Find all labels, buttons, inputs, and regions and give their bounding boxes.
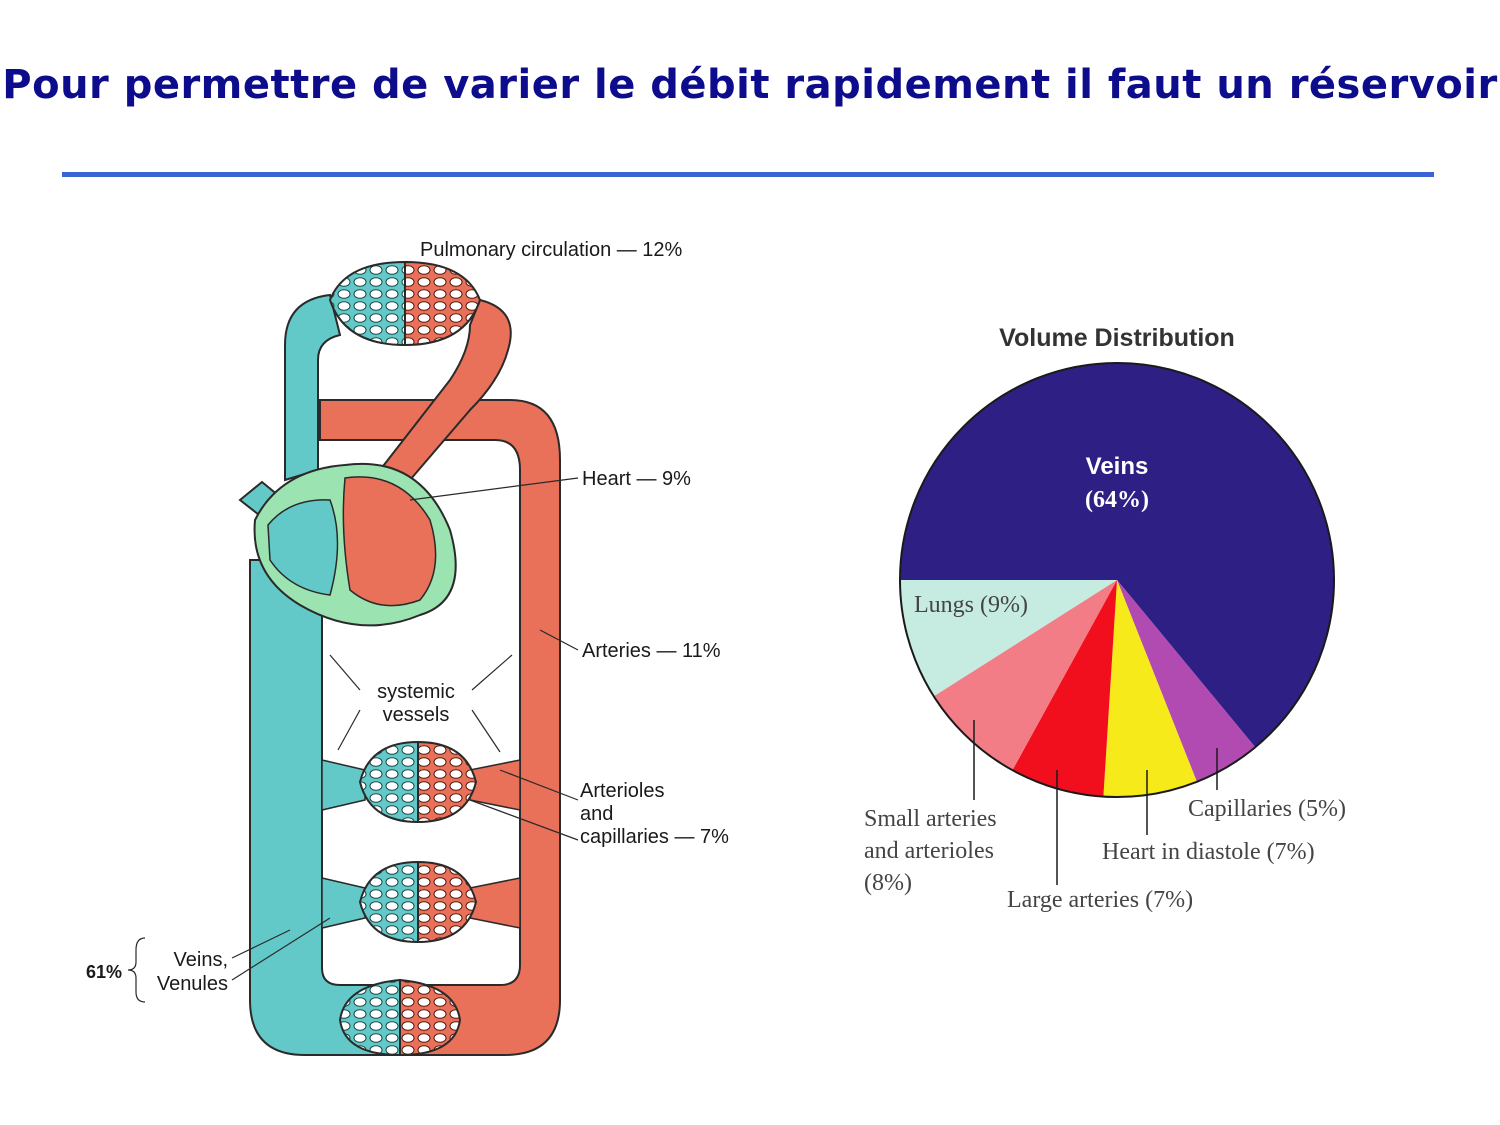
small-arteries-label-line3: (8%) bbox=[864, 870, 912, 896]
lungs-slice-label: Lungs (9%) bbox=[914, 592, 1028, 618]
pie-leader-lines bbox=[973, 720, 1218, 885]
capillary-bed-1 bbox=[321, 740, 521, 824]
pulmonary-label: Pulmonary circulation — 12% bbox=[420, 239, 683, 261]
pie-slice-lungs bbox=[900, 580, 1117, 697]
capillary-bed-3 bbox=[338, 978, 462, 1057]
arterial-column bbox=[319, 399, 561, 1056]
heart-label: Heart — 9% bbox=[582, 468, 691, 490]
small-arteries-label-line1: Small arteries bbox=[864, 806, 997, 832]
pulmonary-capillary-bed bbox=[328, 260, 482, 347]
arterioles-label-line2: and bbox=[580, 803, 613, 825]
pie-title: Volume Distribution bbox=[999, 324, 1235, 352]
pie-slice-large-arteries bbox=[1012, 580, 1117, 797]
title-divider bbox=[62, 172, 1434, 177]
pie-outline bbox=[899, 362, 1335, 798]
arterioles-label-line1: Arterioles bbox=[580, 780, 664, 802]
pie-slices bbox=[900, 363, 1334, 797]
circulation-diagram: Pulmonary circulation — 12% Heart — 9% A… bbox=[86, 239, 729, 1057]
pie-slice-small-arteries-and-arterioles bbox=[933, 580, 1117, 771]
veins-label-line2: Venules bbox=[157, 973, 228, 995]
arterioles-label-line3: capillaries — 7% bbox=[580, 826, 729, 848]
large-arteries-slice-label: Large arteries (7%) bbox=[1007, 887, 1193, 913]
small-arteries-label-line2: and arterioles bbox=[864, 838, 994, 864]
systemic-label-line2: vessels bbox=[383, 704, 450, 726]
pulmonary-vein bbox=[284, 293, 342, 482]
heart bbox=[238, 462, 457, 627]
capillaries-slice-label: Capillaries (5%) bbox=[1188, 796, 1346, 822]
pie-slice-capillaries bbox=[1117, 580, 1256, 782]
veins-slice-value: (64%) bbox=[1085, 487, 1149, 513]
pie-slice-veins bbox=[900, 363, 1334, 748]
arteries-label: Arteries — 11% bbox=[582, 640, 721, 662]
veins-percent-label: 61% bbox=[86, 962, 122, 982]
pie-slice-heart-in-diastole bbox=[1103, 580, 1197, 797]
capillary-bed-2 bbox=[321, 860, 521, 944]
veins-label-line1: Veins, bbox=[174, 949, 228, 971]
leader-lines bbox=[127, 477, 579, 1003]
slide-title: Pour permettre de varier le débit rapide… bbox=[2, 62, 1498, 108]
volume-pie-chart: Volume Distribution Veins (64%) Lungs (9… bbox=[864, 324, 1346, 913]
heart-slice-label: Heart in diastole (7%) bbox=[1102, 839, 1315, 865]
pulmonary-artery bbox=[378, 298, 512, 482]
veins-slice-label: Veins bbox=[1086, 453, 1149, 480]
systemic-label-line1: systemic bbox=[377, 681, 455, 703]
